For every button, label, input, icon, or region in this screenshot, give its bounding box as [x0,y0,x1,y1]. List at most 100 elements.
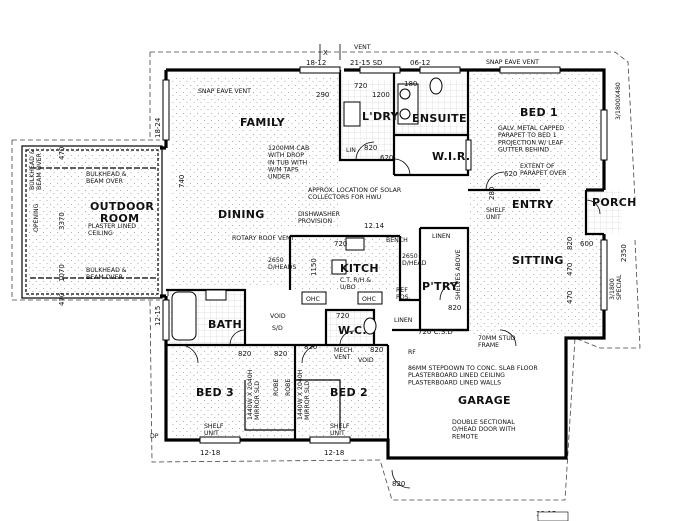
dim-470-bot: 470 [58,293,66,306]
dim-1200: 1200 [372,91,390,99]
dim-1070: 1070 [58,264,66,282]
room-bed3: BED 3 [196,386,234,399]
dim-720-kitch: 720 [334,240,347,248]
fixtures [171,77,443,341]
dim-820-lin: 820 [364,144,377,152]
room-family: FAMILY [240,116,286,129]
dim-470-sit: 470 [566,263,574,276]
note-void-2: VOID [358,357,374,364]
outdoor-room-frame [21,145,163,299]
dim-820-sit: 820 [566,237,574,250]
dim-720-top: 720 [354,82,367,90]
note-bulkhead-top: BULKHEAD &BEAM OVER [86,171,127,185]
dim-620-ens: 620 [380,154,393,162]
note-bulkhead-bottom: BULKHEAD &BEAM OVER [86,267,127,281]
entry-sitting-floor [468,190,603,335]
dim-820-bed2: 820 [370,346,383,354]
dim-820-garage: 820 [392,480,405,488]
note-void-1: VOID [270,313,286,320]
family-floor [170,78,340,228]
eave-outline [11,51,641,501]
note-shelves-above: SHELVES ABOVE [455,249,462,300]
kitchen-sink [345,237,365,251]
dim-740: 740 [178,175,186,188]
room-sitting: SITTING [512,254,564,267]
room-lin: LIN [346,147,356,154]
room-garage: GARAGE [458,394,511,407]
room-bed2: BED 2 [330,386,368,399]
note-window-porch: 3/1800SPECIAL [609,274,623,300]
note-vent-top: VENT [354,44,371,51]
bathtub [171,291,197,341]
room-entry: ENTRY [512,198,554,211]
note-mech-vent: MECH.VENT [334,347,354,361]
ensuite-toilet [429,77,443,95]
dining-floor [170,228,285,288]
bed2-floor [296,345,386,437]
dim-180: 180 [404,80,417,88]
dim-18-24: 18-24 [154,117,162,138]
dim-x: X [323,49,328,57]
room-labels: FAMILY BED 1 L'DRY ENSUITE W.I.R. DINING… [90,106,636,407]
dim-2350: 2350 [620,244,628,262]
dim-720-wc: 720 [336,312,349,320]
room-outdoor-line2: ROOM [100,212,139,225]
note-robe-2: ROBE [285,379,292,396]
dim-290: 290 [316,91,329,99]
room-bath: BATH [208,318,242,331]
note-ohc-1: OHC [306,296,320,303]
ensuite-basin-2 [399,108,411,120]
door-swings [179,141,601,489]
room-ldry: L'DRY [362,110,400,123]
dim-600: 600 [580,240,593,248]
porch-floor [586,190,622,234]
ensuite-basin-1 [399,88,411,100]
room-ensuite: ENSUITE [412,112,467,125]
note-snap-vent-left: SNAP EAVE VENT [198,88,251,95]
dim-720-csd: 720 C.S.D [418,328,453,336]
dim-820-wc: 820 [304,343,317,351]
dim-1150: 1150 [310,258,318,276]
section-markers [167,44,341,296]
dim-12-15: 12-15 [154,306,162,326]
note-robe-1: ROBE [273,379,280,396]
bed3-floor [170,345,295,437]
cooktop [331,259,347,275]
dim-1214: 12.14 [364,222,385,230]
dim-820-bath: 820 [238,350,251,358]
note-opening: OPENING [33,203,40,232]
dim-280: 280 [488,187,496,200]
note-dp: DP [150,433,159,440]
dim-820-ptry: 820 [448,304,461,312]
door-tag [537,511,569,521]
dim-06-12: 06-12 [410,59,430,67]
note-snap-vent-top: SNAP EAVE VENT [486,59,539,66]
dim-620: 620 [504,170,517,178]
windows [162,66,608,444]
dim-18-12-top: 18-12 [306,59,326,67]
note-mirror-bed3: 1440W X 2040HMIRROR SLD [247,369,261,420]
room-linen: LINEN [432,233,451,240]
room-bed1: BED 1 [520,106,558,119]
dim-470-top: 470 [58,147,66,160]
oven-cabinet [301,291,327,305]
wc-toilet [363,317,377,335]
room-outdoor-line1: OUTDOOR [90,200,154,213]
note-rf: RF [408,349,416,356]
outdoor-room-floor [24,148,160,296]
dim-820-bed3: 820 [274,350,287,358]
note-mirror-bed2: 1440W X 2040HMIRROR SLD [297,369,311,420]
